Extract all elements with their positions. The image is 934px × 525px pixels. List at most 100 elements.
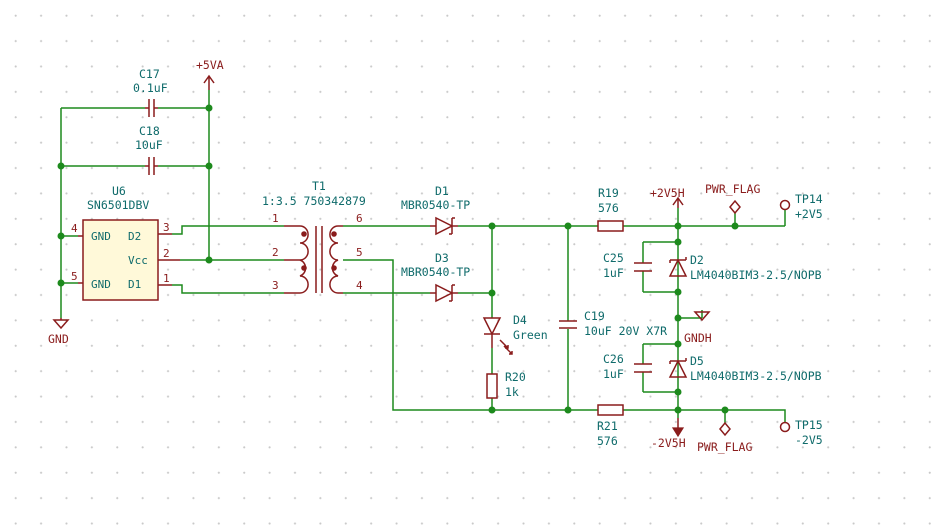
junction-dot (564, 222, 572, 230)
junction-dot (57, 279, 65, 287)
u6-pinnum-3: 3 (163, 221, 170, 234)
r20-value: 1k (505, 385, 519, 399)
c18-value: 10uF (135, 138, 163, 152)
junctions (57, 104, 739, 414)
capacitor-c26[interactable]: C26 1uF (603, 352, 652, 381)
junction-dot (674, 388, 682, 396)
u6-ref: U6 (112, 184, 126, 198)
c19-value: 10uF 20V X7R (584, 324, 667, 338)
pwr-flag-bottom: PWR_FLAG (697, 421, 752, 454)
testpoint-tp15[interactable]: TP15 -2V5 (779, 418, 823, 447)
u6-pin-gnd1: GND (91, 230, 111, 243)
wire-pos-rail (458, 210, 786, 227)
junction-dot (488, 289, 496, 297)
c17-value: 0.1uF (133, 81, 168, 95)
d1-value: MBR0540-TP (401, 198, 470, 212)
junction-dot (674, 314, 682, 322)
power-label-gndh: GNDH (684, 331, 712, 345)
resistor-r19[interactable]: R19 576 (597, 186, 624, 232)
c25-value: 1uF (603, 266, 624, 280)
wire-u6-d1 (172, 284, 284, 294)
r21-ref: R21 (597, 419, 618, 433)
r20-ref: R20 (505, 370, 526, 384)
u6-pin-d1: D1 (128, 278, 141, 291)
d3-ref: D3 (435, 251, 449, 265)
c25-ref: C25 (603, 251, 624, 265)
power-label-p2v5h: +2V5H (650, 186, 685, 200)
transformer-t1[interactable]: T1 1:3.5 750342879 1 2 3 4 5 6 (262, 179, 366, 294)
tp15-value: -2V5 (795, 433, 823, 447)
power-symbol-m2v5h: -2V5H (651, 418, 686, 450)
power-symbol-p2v5h: +2V5H (650, 186, 685, 208)
u6-pinnum-2: 2 (163, 247, 170, 260)
pwr-flag-top: PWR_FLAG (705, 182, 760, 215)
t1-pinnum-5: 5 (356, 246, 363, 259)
u6-pin-gnd2: GND (91, 278, 111, 291)
wire-t1-p5 (343, 259, 598, 411)
junction-dot (674, 340, 682, 348)
junction-dot (721, 406, 729, 414)
u6-pinnum-1: 1 (163, 272, 170, 285)
t1-pinnum-6: 6 (356, 212, 363, 225)
d5-value: LM4040BIM3-2.5/NOPB (690, 369, 822, 383)
junction-dot (205, 256, 213, 264)
u6-pin-d2: D2 (128, 230, 141, 243)
t1-value: 1:3.5 750342879 (262, 194, 366, 208)
power-symbol-gnd: GND (48, 318, 70, 346)
u6-pinnum-5: 5 (71, 270, 78, 283)
tp15-ref: TP15 (795, 418, 823, 432)
resistor-r21[interactable]: R21 576 (597, 404, 624, 448)
junction-dot (205, 104, 213, 112)
testpoint-tp14[interactable]: TP14 +2V5 (779, 192, 823, 221)
d5-ref: D5 (690, 354, 704, 368)
power-label-5va: +5VA (196, 58, 224, 72)
junction-dot (57, 162, 65, 170)
junction-dot (488, 222, 496, 230)
c19-ref: C19 (584, 309, 605, 323)
capacitor-c18[interactable]: C18 10uF (135, 124, 163, 175)
pwr-flag-label-top: PWR_FLAG (705, 182, 760, 196)
diode-d1[interactable]: D1 MBR0540-TP (401, 184, 470, 236)
t1-secondary-coil (329, 225, 343, 294)
power-label-m2v5h: -2V5H (651, 436, 686, 450)
u6-pinnum-4: 4 (71, 222, 78, 235)
ic-u6[interactable]: U6 SN6501DBV GND GND D2 Vcc D1 4 5 3 2 1 (71, 184, 180, 301)
capacitor-c19[interactable]: C19 10uF 20V X7R (559, 309, 667, 338)
u6-pin-vcc: Vcc (128, 254, 148, 267)
diode-d3[interactable]: D3 MBR0540-TP (401, 251, 470, 303)
wire-5va-rail (158, 90, 272, 261)
c18-ref: C18 (139, 124, 160, 138)
diode-d5[interactable]: D5 LM4040BIM3-2.5/NOPB (668, 354, 822, 383)
d2-ref: D2 (690, 253, 704, 267)
junction-dot (674, 406, 682, 414)
t1-pinnum-3: 3 (272, 279, 279, 292)
wire-neg-rail (623, 409, 786, 422)
wire-u6-d2 (172, 225, 284, 235)
d4-ref: D4 (513, 313, 527, 327)
tp14-value: +2V5 (795, 207, 823, 221)
t1-pinnum-1: 1 (272, 212, 279, 225)
tp14-ref: TP14 (795, 192, 823, 206)
junction-dot (57, 232, 65, 240)
pwr-flag-label-bottom: PWR_FLAG (697, 440, 752, 454)
junction-dot (674, 222, 682, 230)
d4-value: Green (513, 328, 548, 342)
t1-ref: T1 (312, 179, 326, 193)
c26-value: 1uF (603, 367, 624, 381)
u6-body (82, 219, 159, 301)
t1-pinnum-2: 2 (272, 246, 279, 259)
junction-dot (205, 162, 213, 170)
capacitor-c25[interactable]: C25 1uF (603, 251, 652, 280)
power-label-gnd: GND (48, 332, 69, 346)
wire-gnd-rail (60, 107, 145, 318)
diode-d2[interactable]: D2 LM4040BIM3-2.5/NOPB (668, 253, 822, 282)
c26-ref: C26 (603, 352, 624, 366)
junction-dot (731, 222, 739, 230)
resistor-r20[interactable]: R20 1k (486, 370, 526, 399)
led-d4[interactable]: D4 Green (482, 313, 548, 355)
junction-dot (564, 406, 572, 414)
junction-dot (674, 238, 682, 246)
capacitor-c17[interactable]: C17 0.1uF (133, 67, 168, 117)
t1-pinnum-4: 4 (356, 279, 363, 292)
